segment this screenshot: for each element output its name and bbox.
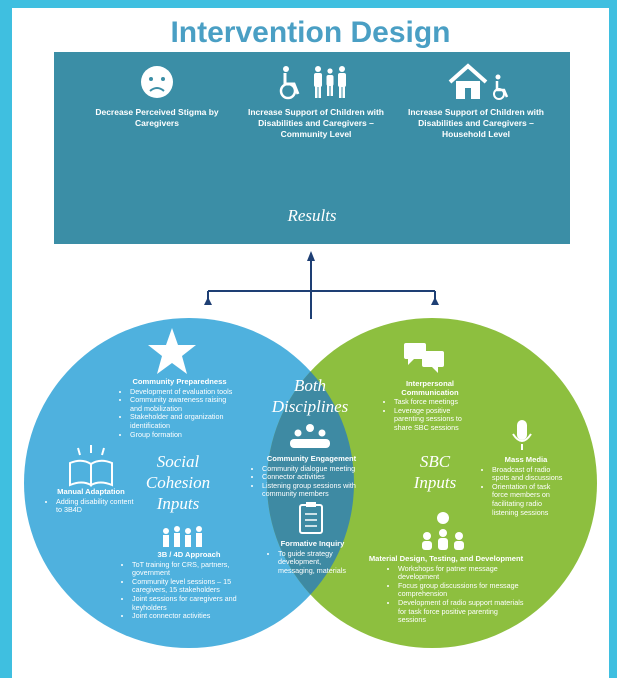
result-household-level: Increase Support of Children with Disabi… [407, 107, 544, 139]
list-item: Orientation of task force members on fac… [492, 482, 568, 517]
list-item: Development of evaluation tools [130, 387, 237, 397]
arrow-up-center [307, 251, 315, 261]
approach-3b4d: 3B / 4D Approach ToT training for CRS, p… [124, 550, 254, 621]
list-item: ToT training for CRS, partners, governme… [132, 560, 254, 578]
page-title: Intervention Design [170, 16, 451, 49]
list-item: Community awareness raising and mobiliza… [130, 395, 237, 413]
list-item: Listening group sessions with community … [262, 481, 369, 499]
material-design-title: Material Design, Testing, and Developmen… [368, 554, 524, 563]
material-design: Material Design, Testing, and Developmen… [366, 554, 526, 625]
result-community-level: Increase Support of Children with Disabi… [247, 107, 384, 139]
community-preparedness: Community Preparedness Development of ev… [122, 377, 237, 440]
list-item: Community level sessions – 15 caregivers… [132, 577, 254, 595]
speech-bubbles-icon [404, 343, 444, 373]
wheelchair-family-icon [279, 66, 346, 100]
lightbulb-people-icon [422, 512, 464, 550]
list-item: Focus group discussions for message comp… [398, 581, 526, 599]
list-item: Adding disability content to 3B4D [56, 497, 134, 515]
list-item: To guide strategy development, messaging… [278, 549, 355, 576]
arrow-up-right [431, 297, 439, 305]
social-cohesion-circle [24, 318, 354, 648]
list-item: Joint connector activities [132, 612, 254, 621]
results-label: Results [287, 206, 337, 225]
list-item: Joint sessions for caregivers and keyhol… [132, 594, 254, 612]
microphone-icon [512, 420, 532, 450]
arrow-up-left [204, 297, 212, 305]
interpersonal-communication: Interpersonal Communication Task force m… [386, 379, 474, 433]
mass-media-title: Mass Media [504, 455, 548, 464]
people-group-icon [163, 526, 202, 547]
formative-inquiry-title: Formative Inquiry [280, 539, 345, 548]
community-preparedness-title: Community Preparedness [132, 377, 227, 386]
venn-diagram [24, 251, 597, 648]
arrows [207, 260, 436, 319]
community-engagement-title: Community Engagement [266, 454, 357, 463]
formative-inquiry: Formative Inquiry To guide strategy deve… [270, 539, 355, 576]
open-book-icon [69, 445, 113, 487]
manual-adaptation-title: Manual Adaptation [57, 487, 125, 496]
list-item: Group formation [130, 430, 237, 440]
list-item: Task force meetings [394, 398, 474, 407]
mass-media: Mass Media Broadcast of radio spots and … [484, 455, 568, 517]
manual-adaptation: Manual Adaptation Adding disability cont… [48, 487, 134, 515]
list-item: Community dialogue meeting [262, 464, 369, 474]
clipboard-icon [299, 502, 323, 534]
sad-face-icon [141, 66, 173, 98]
list-item: Workshops for patner message development [398, 564, 526, 582]
sbc-inputs-label: SBC Inputs [413, 452, 457, 492]
community-engagement: Community Engagement Community dialogue … [254, 454, 369, 499]
community-engagement-icon [290, 424, 330, 448]
sbc-circle [267, 318, 597, 648]
both-disciplines-label: Both Disciplines [271, 376, 349, 416]
house-wheelchair-icon [448, 63, 509, 100]
social-cohesion-label: Social Cohesion Inputs [145, 452, 211, 513]
list-item: Stakeholder and organization identificat… [130, 413, 237, 430]
result-stigma: Decrease Perceived Stigma by Caregivers [95, 107, 219, 128]
list-item: Leverage positive parenting sessions to … [394, 406, 474, 433]
hands-star-icon [148, 328, 196, 374]
interpersonal-communication-title: Interpersonal Communication [401, 379, 459, 397]
results-box: Decrease Perceived Stigma by Caregivers … [54, 52, 570, 244]
approach-title: 3B / 4D Approach [157, 550, 221, 559]
list-item: Development of radio support materials f… [398, 598, 526, 625]
list-item: Broadcast of radio spots and discussions [492, 465, 568, 483]
list-item: Connector activities [262, 473, 369, 482]
page: Intervention Design [12, 8, 609, 678]
